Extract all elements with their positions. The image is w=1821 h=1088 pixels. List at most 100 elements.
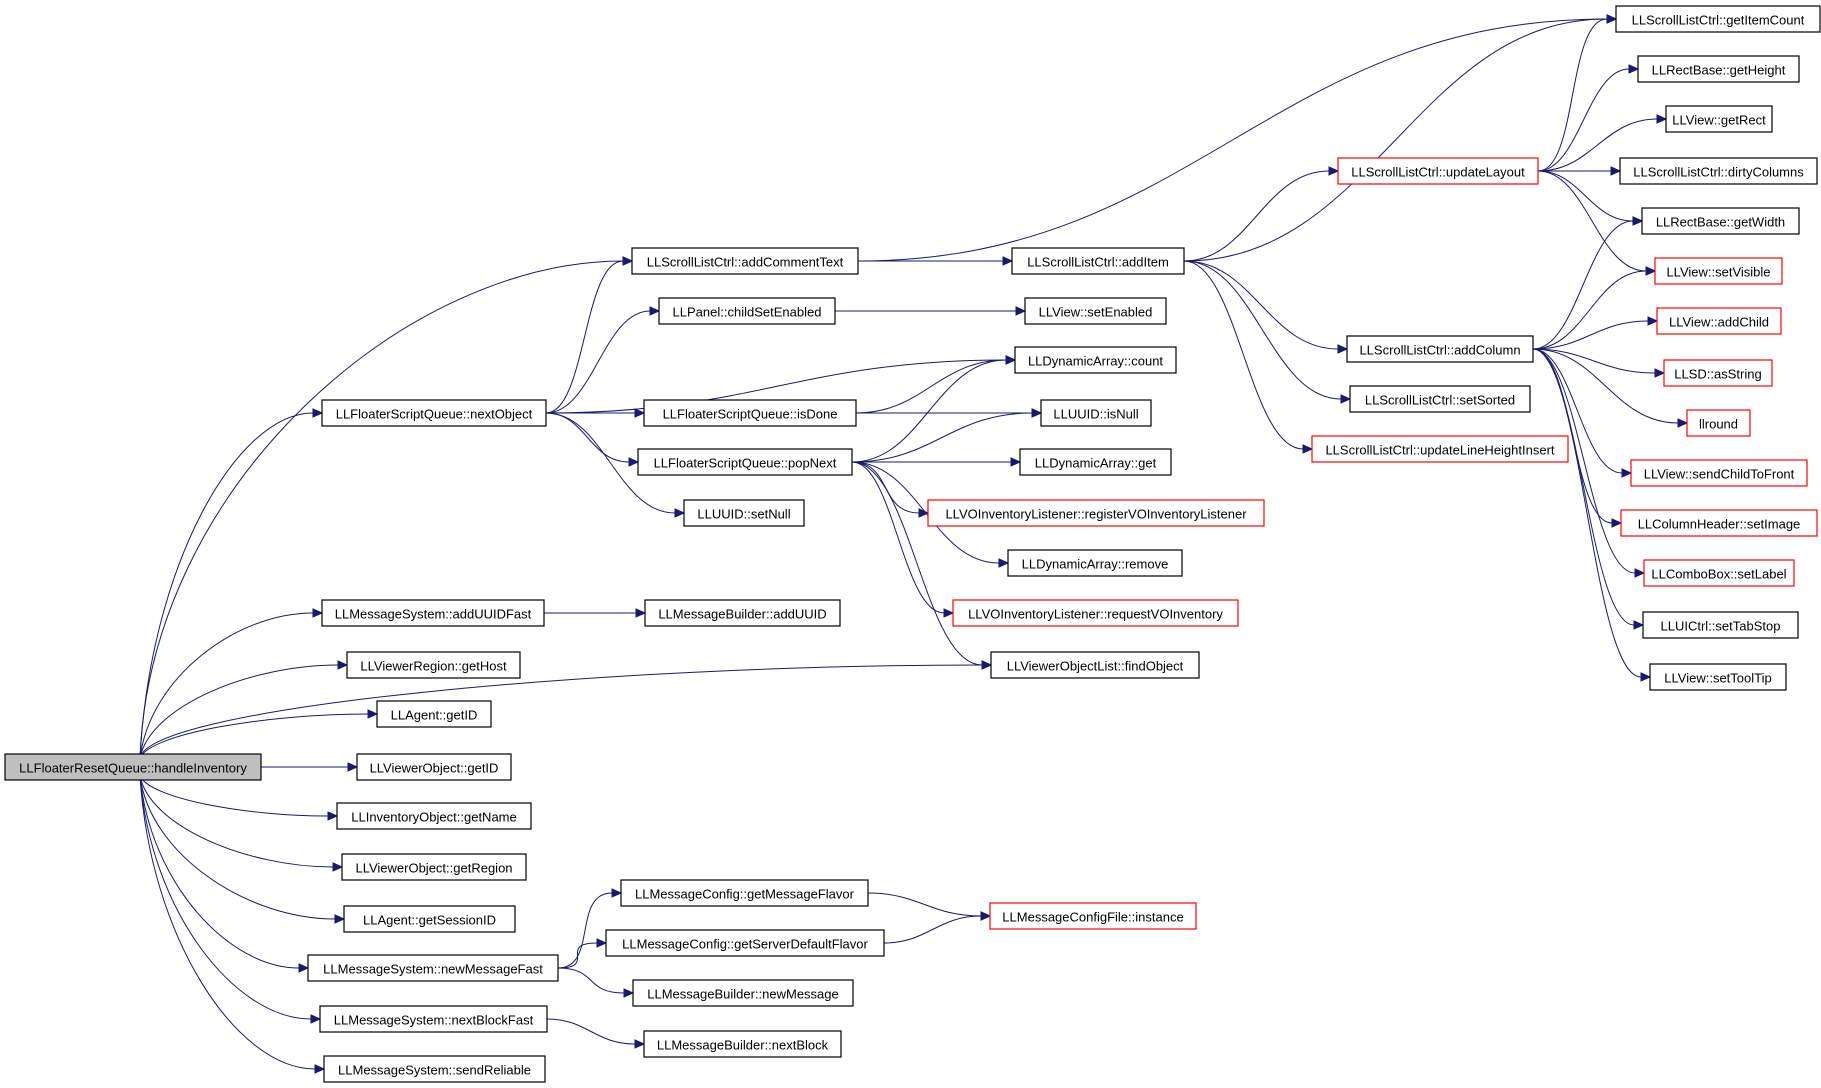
arrowhead — [1640, 672, 1652, 682]
node-ms-adduuid[interactable]: LLMessageSystem::addUUIDFast — [321, 599, 545, 627]
node-slc-setsorted[interactable]: LLScrollListCtrl::setSorted — [1349, 385, 1531, 413]
node-box — [1346, 335, 1534, 363]
node-mc-getflavor[interactable]: LLMessageConfig::getMessageFlavor — [620, 879, 869, 907]
arrowhead — [1632, 216, 1644, 226]
arrowhead — [623, 988, 635, 998]
call-edge — [1183, 170, 1330, 262]
node-label: LLView::sendChildToFront — [1644, 467, 1795, 482]
call-edge — [139, 713, 369, 759]
node-label: LLFloaterScriptQueue::nextObject — [336, 407, 533, 422]
node-view-sendchild[interactable]: LLView::sendChildToFront — [1630, 459, 1808, 487]
node-rect-getheight[interactable]: LLRectBase::getHeight — [1637, 55, 1800, 83]
node-fsq-isdone[interactable]: LLFloaterScriptQueue::isDone — [643, 399, 857, 427]
node-slc-updlineh[interactable]: LLScrollListCtrl::updateLineHeightInsert — [1311, 435, 1569, 463]
node-box — [1663, 359, 1773, 387]
arrowhead — [312, 608, 324, 618]
node-ms-nextblock[interactable]: LLMessageSystem::nextBlockFast — [319, 1005, 548, 1033]
node-slc-dirtycols[interactable]: LLScrollListCtrl::dirtyColumns — [1619, 157, 1818, 185]
node-label: LLComboBox::setLabel — [1651, 567, 1786, 582]
node-box — [1654, 257, 1783, 285]
arrowhead — [596, 938, 608, 948]
node-label: LLScrollListCtrl::setSorted — [1365, 393, 1515, 408]
node-label: LLDynamicArray::remove — [1022, 557, 1169, 572]
node-colhdr-setimage[interactable]: LLColumnHeader::setImage — [1620, 509, 1818, 537]
call-edge — [1532, 270, 1647, 350]
node-rect-getwidth[interactable]: LLRectBase::getWidth — [1641, 207, 1800, 235]
node-label: LLFloaterResetQueue::handleInventory — [19, 761, 247, 776]
node-agent-getid[interactable]: LLAgent::getID — [376, 700, 492, 728]
arrowhead — [918, 508, 930, 518]
node-da-get[interactable]: LLDynamicArray::get — [1019, 448, 1172, 476]
node-vr-gethost[interactable]: LLViewerRegion::getHost — [346, 651, 521, 679]
node-box — [1620, 509, 1818, 537]
node-label: LLMessageConfigFile::instance — [1002, 910, 1183, 925]
node-view-setenabled[interactable]: LLView::setEnabled — [1024, 297, 1167, 325]
arrowhead — [1621, 468, 1633, 478]
node-combo-setlabel[interactable]: LLComboBox::setLabel — [1643, 559, 1795, 587]
node-ms-sendrel[interactable]: LLMessageSystem::sendReliable — [323, 1055, 546, 1083]
node-fsq-popnext[interactable]: LLFloaterScriptQueue::popNext — [637, 448, 853, 476]
node-uuid-setnull[interactable]: LLUUID::setNull — [683, 499, 805, 527]
node-mb-adduuid[interactable]: LLMessageBuilder::addUUID — [644, 599, 841, 627]
node-voil-register[interactable]: LLVOInventoryListener::registerVOInvento… — [927, 499, 1265, 527]
node-slc-getitemcount[interactable]: LLScrollListCtrl::getItemCount — [1615, 5, 1821, 33]
node-da-remove[interactable]: LLDynamicArray::remove — [1007, 549, 1183, 577]
node-box — [927, 499, 1265, 527]
call-edge — [1537, 170, 1647, 272]
arrowhead — [1015, 306, 1027, 316]
call-edge — [139, 775, 334, 868]
node-label: LLFloaterScriptQueue::popNext — [654, 456, 837, 471]
call-edge — [139, 612, 314, 759]
node-llround[interactable]: llround — [1686, 409, 1751, 437]
node-vol-find[interactable]: LLViewerObjectList::findObject — [990, 651, 1200, 679]
node-mc-getserver[interactable]: LLMessageConfig::getServerDefaultFlavor — [605, 929, 885, 957]
node-sd-asstring[interactable]: LLSD::asString — [1663, 359, 1773, 387]
node-label: LLVOInventoryListener::registerVOInvento… — [945, 507, 1247, 522]
node-ms-newmsg[interactable]: LLMessageSystem::newMessageFast — [307, 954, 559, 982]
node-box — [1011, 247, 1185, 275]
node-vo-getregion[interactable]: LLViewerObject::getRegion — [341, 853, 527, 881]
node-box — [307, 954, 559, 982]
arrowhead — [981, 660, 993, 670]
node-fsq-next[interactable]: LLFloaterScriptQueue::nextObject — [321, 399, 547, 427]
call-edge — [1183, 260, 1339, 350]
node-da-count[interactable]: LLDynamicArray::count — [1014, 346, 1177, 374]
call-edge — [851, 461, 1000, 564]
node-label: LLUUID::isNull — [1053, 407, 1138, 422]
node-mb-nextblock[interactable]: LLMessageBuilder::nextBlock — [643, 1030, 842, 1058]
arrowhead — [998, 558, 1010, 568]
node-view-settooltip[interactable]: LLView::setToolTip — [1649, 663, 1787, 691]
arrowhead — [611, 888, 623, 898]
arrowhead — [634, 1039, 646, 1049]
node-panel-childse[interactable]: LLPanel::childSetEnabled — [658, 297, 836, 325]
node-slc-updatelayout[interactable]: LLScrollListCtrl::updateLayout — [1337, 157, 1539, 185]
arrowhead — [312, 408, 324, 418]
node-io-getname[interactable]: LLInventoryObject::getName — [336, 802, 532, 830]
call-edge — [1532, 320, 1649, 350]
node-mcf-instance[interactable]: LLMessageConfigFile::instance — [989, 902, 1197, 930]
node-mb-newmsg[interactable]: LLMessageBuilder::newMessage — [632, 979, 854, 1007]
call-edge — [545, 359, 1007, 414]
node-box — [643, 399, 857, 427]
arrowhead — [674, 508, 686, 518]
node-view-addchild[interactable]: LLView::addChild — [1656, 307, 1782, 335]
node-uictrl-settab[interactable]: LLUICtrl::setTabStop — [1642, 611, 1799, 639]
node-view-getrect[interactable]: LLView::getRect — [1665, 105, 1773, 133]
call-edge — [139, 775, 300, 969]
node-box — [1337, 157, 1539, 185]
node-view-setvisible[interactable]: LLView::setVisible — [1654, 257, 1783, 285]
call-edge — [1537, 118, 1658, 172]
node-label: LLRectBase::getHeight — [1652, 63, 1786, 78]
node-slc-additem[interactable]: LLScrollListCtrl::addItem — [1011, 247, 1185, 275]
node-slc-addcolumn[interactable]: LLScrollListCtrl::addColumn — [1346, 335, 1534, 363]
call-edge — [139, 412, 314, 759]
node-slc-addcomment[interactable]: LLScrollListCtrl::addCommentText — [631, 247, 859, 275]
arrowhead — [1010, 457, 1022, 467]
node-label: LLMessageConfig::getMessageFlavor — [635, 887, 855, 902]
node-agent-getsess[interactable]: LLAgent::getSessionID — [343, 905, 516, 933]
node-voil-request[interactable]: LLVOInventoryListener::requestVOInventor… — [952, 599, 1239, 627]
arrowhead — [347, 762, 359, 772]
node-label: LLScrollListCtrl::getItemCount — [1632, 13, 1805, 28]
node-uuid-isnull[interactable]: LLUUID::isNull — [1040, 399, 1152, 427]
node-vo-getid[interactable]: LLViewerObject::getID — [356, 753, 512, 781]
